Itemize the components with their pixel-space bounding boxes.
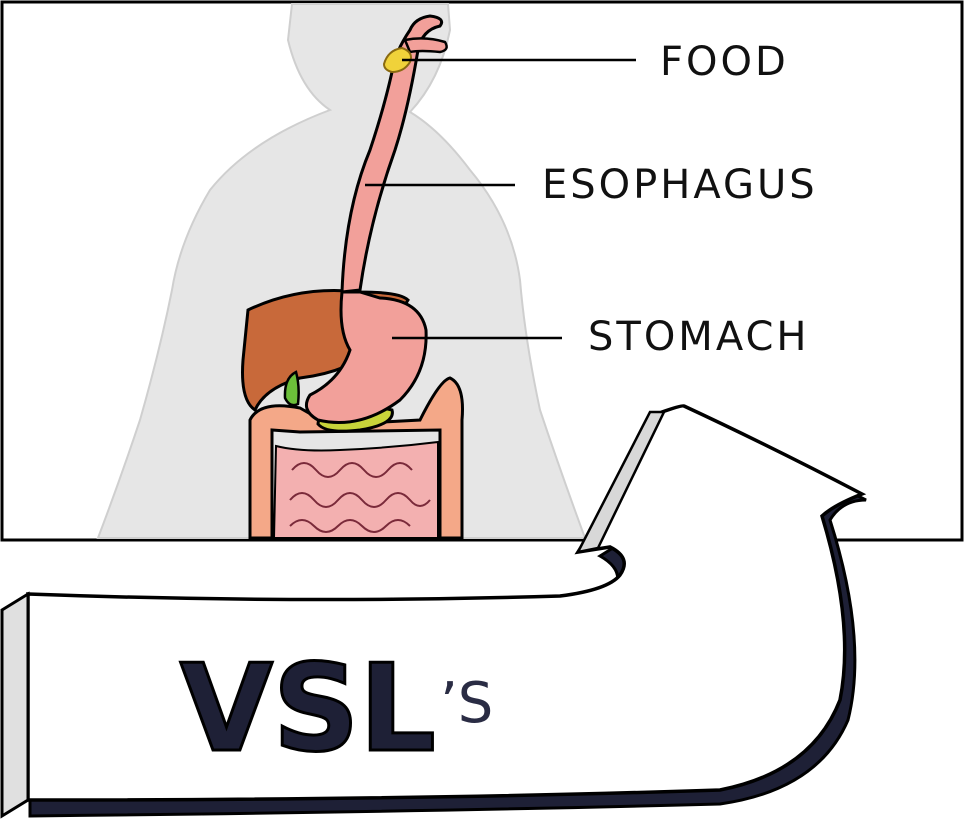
stomach	[304, 290, 428, 424]
throat-branch	[403, 37, 448, 54]
small-intestine-coils	[289, 462, 431, 533]
esophagus	[340, 14, 444, 294]
label-esophagus: ESOPHAGUS	[542, 162, 818, 208]
large-intestine	[248, 376, 464, 540]
arrow-banner	[26, 404, 867, 802]
arrow-banner-end-cap	[0, 591, 30, 819]
small-intestine	[272, 440, 439, 539]
gallbladder	[283, 370, 300, 407]
label-stomach: STOMACH	[588, 314, 810, 360]
brand-name: VSL	[180, 640, 436, 779]
arrowhead-bevel	[575, 410, 666, 554]
food-bolus	[382, 46, 412, 74]
brand-suffix: ’S	[440, 671, 493, 736]
label-food: FOOD	[660, 39, 789, 85]
